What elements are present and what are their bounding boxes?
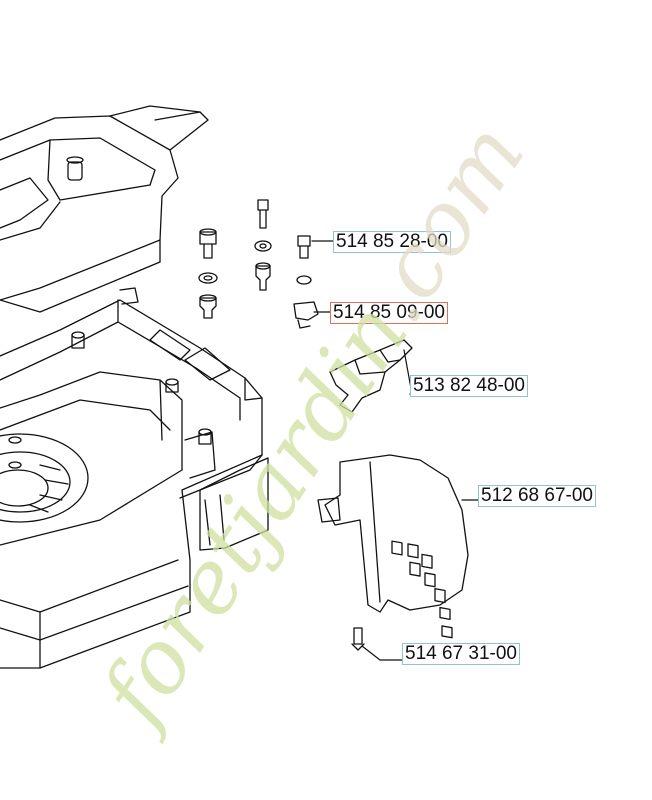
part-label-3[interactable]: 513 82 48-00 <box>410 375 528 397</box>
part-label-5[interactable]: 514 67 31-00 <box>402 643 520 665</box>
upper-housing <box>0 105 209 313</box>
main-deck <box>0 287 269 669</box>
bracket-part <box>329 339 413 413</box>
part-label-2[interactable]: 514 85 09-00 <box>330 302 448 324</box>
part-label-4[interactable]: 512 68 67-00 <box>478 485 596 507</box>
deflector-part <box>317 454 469 639</box>
part-label-1[interactable]: 514 85 28-00 <box>333 231 451 253</box>
fasteners <box>198 199 319 329</box>
